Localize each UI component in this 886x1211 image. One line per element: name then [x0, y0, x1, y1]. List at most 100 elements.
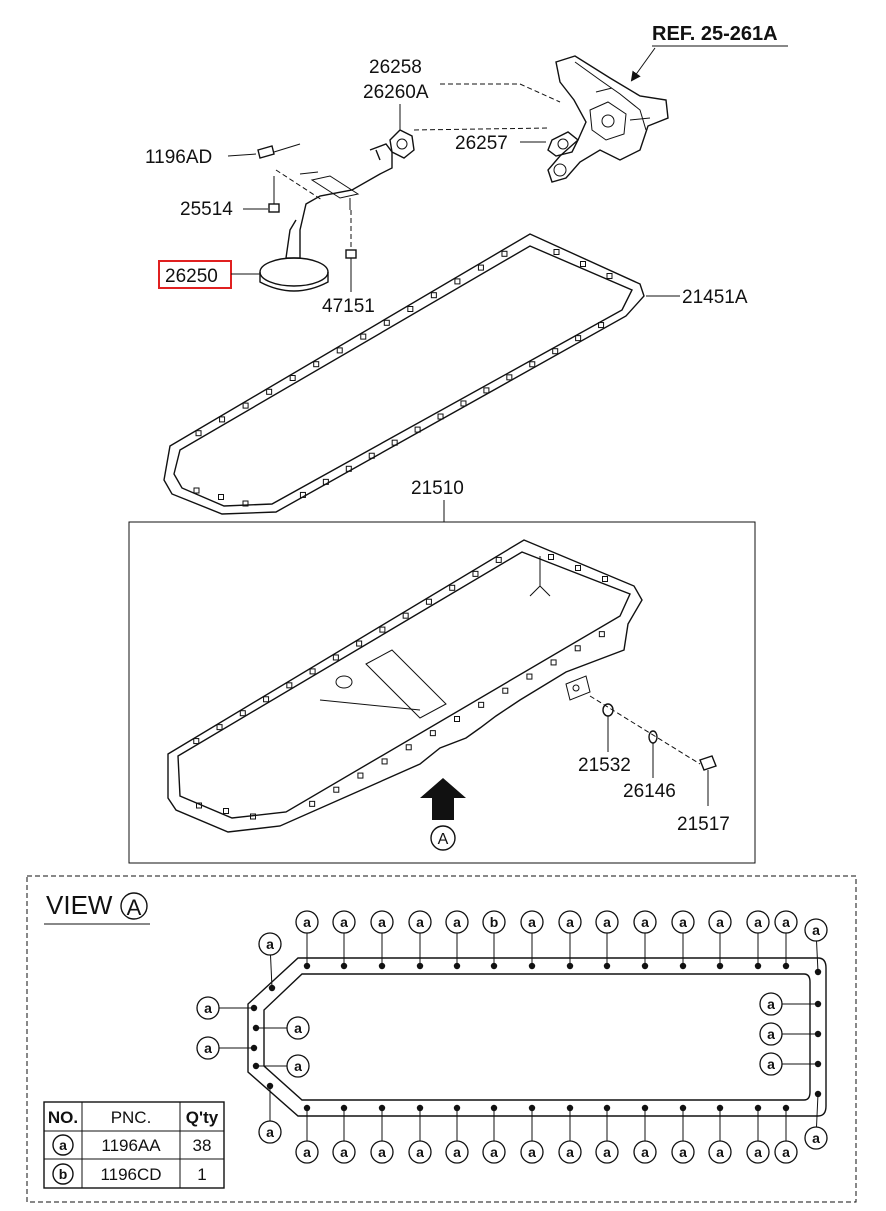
label-25514[interactable]: 25514	[180, 199, 233, 220]
view-marker-top-a: a	[295, 910, 319, 970]
svg-text:a: a	[641, 1144, 649, 1160]
gasket-hole	[606, 273, 613, 279]
table-row-a-qty: 38	[193, 1136, 212, 1155]
label-1196AD[interactable]: 1196AD	[145, 147, 212, 168]
pan-hole	[449, 584, 456, 591]
view-marker-right-a: a	[759, 1052, 822, 1076]
gasket-hole	[454, 278, 461, 285]
label-26258[interactable]: 26258	[369, 57, 422, 78]
pan-hole	[550, 659, 557, 666]
table-row-b-pnc[interactable]: 1196CD	[100, 1165, 161, 1184]
label-21517[interactable]: 21517	[677, 814, 730, 835]
svg-text:a: a	[340, 1144, 348, 1160]
pan-hole	[526, 673, 533, 680]
gasket-hole	[345, 465, 352, 472]
view-marker-right-a: a	[804, 918, 828, 976]
pan-hole	[196, 802, 202, 809]
svg-text:a: a	[603, 914, 611, 930]
svg-text:a: a	[204, 1000, 212, 1016]
pan-hole	[402, 612, 409, 619]
pan-hole	[405, 744, 412, 751]
table-row-b-no: b	[59, 1166, 68, 1182]
pan-hole	[602, 576, 608, 582]
gasket-hole	[313, 361, 320, 368]
label-21510[interactable]: 21510	[411, 478, 464, 499]
pan-hole	[478, 701, 485, 708]
table-header-qty: Q'ty	[186, 1108, 219, 1127]
view-marker-bottom-a: a	[445, 1104, 469, 1164]
bolt-47151: 47151	[322, 210, 375, 317]
table-header-no: NO.	[48, 1108, 78, 1127]
view-marker-bottom-a: a	[746, 1104, 770, 1164]
pan-hole	[357, 772, 364, 779]
view-marker-right-a: a	[759, 992, 822, 1016]
gasket-hole	[266, 388, 273, 395]
view-title: VIEW	[46, 890, 113, 920]
pan-hole	[286, 682, 293, 689]
label-26257[interactable]: 26257	[455, 133, 508, 154]
label-26146[interactable]: 26146	[623, 781, 676, 802]
gasket-26146	[648, 730, 658, 744]
svg-text:a: a	[679, 1144, 687, 1160]
gasket-21532	[602, 703, 614, 717]
svg-text:a: a	[453, 914, 461, 930]
svg-text:a: a	[679, 914, 687, 930]
pan-hole	[239, 710, 246, 717]
pan-hole	[309, 800, 316, 807]
view-marker-bottom-a: a	[370, 1104, 394, 1164]
svg-text:a: a	[566, 1144, 574, 1160]
table-row-b-qty: 1	[197, 1165, 206, 1184]
ref-bracket-assembly: REF. 25-261A	[547, 23, 788, 183]
gasket-hole	[437, 413, 444, 420]
svg-text:a: a	[603, 1144, 611, 1160]
view-marker-top-a: a	[746, 910, 770, 970]
view-marker-bottom-a: a	[774, 1104, 798, 1164]
pan-hole	[495, 556, 502, 563]
svg-text:a: a	[378, 1144, 386, 1160]
table-row-a-pnc[interactable]: 1196AA	[101, 1136, 161, 1155]
gasket-hole	[391, 439, 398, 446]
assembly-line-upper	[413, 127, 549, 131]
gasket-hole	[218, 494, 224, 500]
table-row-a-no: a	[59, 1137, 67, 1153]
svg-text:a: a	[782, 914, 790, 930]
label-21532[interactable]: 21532	[578, 755, 631, 776]
view-marker-right-a: a	[759, 1022, 822, 1046]
svg-text:a: a	[266, 1124, 274, 1140]
view-marker-top-a: a	[774, 910, 798, 970]
gasket-hole	[414, 426, 421, 433]
label-21451A[interactable]: 21451A	[682, 287, 748, 308]
gasket-hole	[193, 487, 200, 494]
label-26260A[interactable]: 26260A	[363, 82, 429, 103]
gasket-hole	[336, 347, 343, 354]
view-marker-right-a: a	[804, 1090, 828, 1150]
view-marker-left-a: a	[252, 1016, 310, 1040]
svg-text:a: a	[416, 914, 424, 930]
gasket-hole	[477, 264, 484, 271]
svg-text:b: b	[490, 914, 499, 930]
gasket-hole	[383, 319, 390, 326]
pan-hole	[574, 645, 581, 652]
svg-text:a: a	[566, 914, 574, 930]
oil-pan-frame	[128, 521, 756, 864]
assembly-line-ref	[440, 83, 561, 103]
gasket-hole	[506, 374, 513, 381]
oil-pan-21510	[167, 539, 643, 833]
gasket-hole	[368, 452, 375, 459]
label-26250[interactable]: 26250	[165, 266, 218, 287]
gasket-26257: 26257	[455, 131, 579, 157]
svg-text:a: a	[528, 914, 536, 930]
ref-label[interactable]: REF. 25-261A	[652, 23, 778, 45]
pan-hole	[263, 696, 270, 703]
pan-hole	[379, 626, 386, 633]
view-marker-top-a: a	[633, 910, 657, 970]
svg-text:a: a	[528, 1144, 536, 1160]
fastener-table: NO. PNC. Q'ty a 1196AA 38 b 1196CD 1	[43, 1101, 225, 1189]
view-marker-top-b: b	[482, 910, 506, 970]
gasket-hole	[407, 306, 414, 312]
svg-text:a: a	[767, 1026, 775, 1042]
label-47151[interactable]: 47151	[322, 296, 375, 317]
view-marker-top-a: a	[595, 910, 619, 970]
pan-hole	[333, 786, 340, 793]
view-marker-top-a: a	[558, 910, 582, 970]
